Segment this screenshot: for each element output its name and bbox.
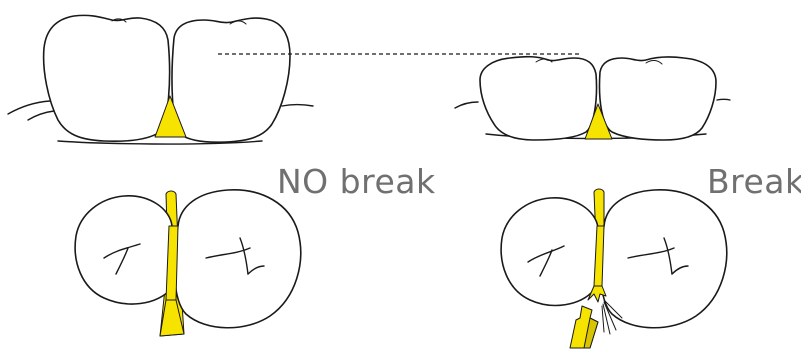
tooth-right <box>600 190 726 328</box>
tooth-right <box>600 57 717 140</box>
gum-line-left <box>8 101 50 114</box>
occlusal-view-break <box>501 189 727 348</box>
gum-line-right <box>282 105 313 107</box>
no-break-label: NO break <box>277 162 436 201</box>
break-spark <box>602 306 604 332</box>
tooth-right <box>172 18 290 142</box>
tooth-left <box>480 57 597 140</box>
side-view-break <box>455 57 730 140</box>
occlusal-view-no-break <box>75 190 301 336</box>
side-view-no-break <box>8 15 313 144</box>
break-label: Break <box>707 162 801 201</box>
gum-line-right <box>717 99 730 100</box>
tooth-right <box>174 190 300 328</box>
gum-line-left <box>28 111 54 120</box>
gum-line-left <box>455 102 478 108</box>
tooth-left <box>44 15 170 141</box>
